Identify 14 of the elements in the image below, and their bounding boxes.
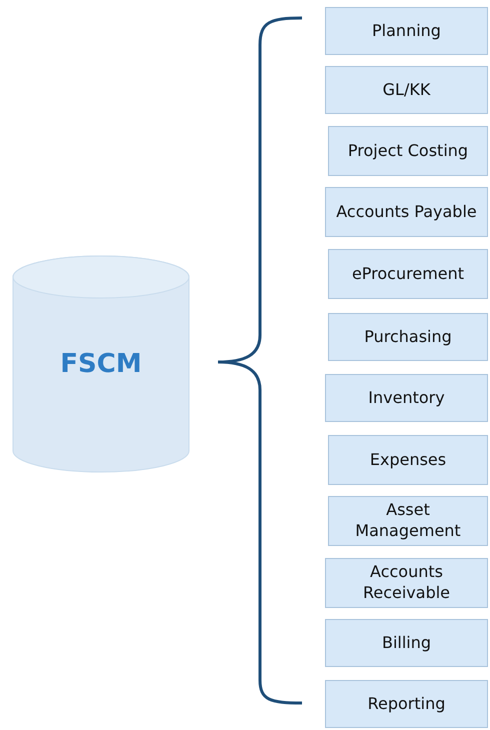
module-box: Purchasing <box>328 313 488 361</box>
module-box: Accounts Payable <box>325 187 488 237</box>
module-box: Planning <box>325 7 488 55</box>
database-label: FSCM <box>59 349 143 379</box>
module-box: Expenses <box>328 435 488 485</box>
module-box: Project Costing <box>328 126 488 176</box>
module-box: Inventory <box>325 374 488 422</box>
module-box: eProcurement <box>328 249 488 299</box>
module-box: Reporting <box>325 680 488 728</box>
module-box: GL/KK <box>325 66 488 114</box>
module-box: Billing <box>325 619 488 667</box>
module-box: Asset Management <box>328 496 488 546</box>
database-cylinder <box>12 255 190 473</box>
module-box: Accounts Receivable <box>325 558 488 608</box>
